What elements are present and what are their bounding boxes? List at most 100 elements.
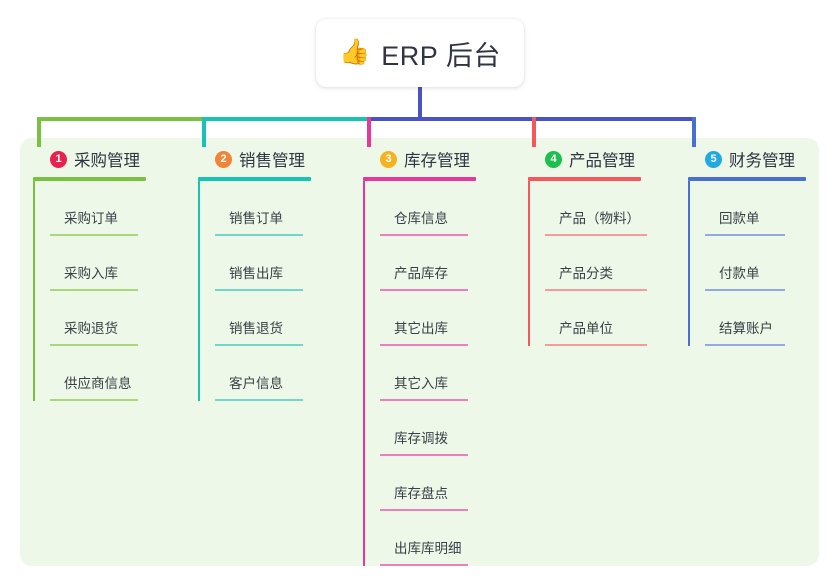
branch-item[interactable]: 出库库明细: [380, 511, 476, 566]
branch-item-rule: [215, 399, 303, 401]
branch-trunk-line: [688, 181, 690, 346]
branch-item[interactable]: 采购订单: [50, 181, 146, 236]
branch-header-rule: [363, 177, 476, 181]
branch-title: 产品管理: [569, 152, 635, 170]
branch-item-label: 产品分类: [559, 266, 613, 281]
branch-item-label: 产品库存: [394, 266, 448, 281]
branch-item[interactable]: 销售退货: [215, 291, 311, 346]
branch-item[interactable]: 产品分类: [545, 236, 647, 291]
branch-trunk-line: [33, 181, 35, 401]
branch-item[interactable]: 其它入库: [380, 346, 476, 401]
branch-header-产品管理[interactable]: 4 产品管理: [528, 146, 641, 172]
branch-items-采购管理: 采购订单采购入库采购退货供应商信息: [33, 181, 146, 401]
branch-item-label: 客户信息: [229, 376, 283, 391]
drop-connector-财务管理: [692, 117, 696, 147]
branch-item-label: 付款单: [719, 266, 760, 281]
branch-trunk-line: [363, 181, 365, 566]
branch-item[interactable]: 库存调拨: [380, 401, 476, 456]
branch-item-label: 销售出库: [229, 266, 283, 281]
branch-item-rule: [380, 344, 468, 346]
root-stem-connector: [418, 86, 422, 118]
branch-item-rule: [545, 344, 647, 346]
branch-title: 库存管理: [404, 152, 470, 170]
branch-item-label: 产品（物料）: [559, 211, 640, 226]
drop-connector-销售管理: [202, 117, 206, 147]
branch-item-rule: [380, 564, 468, 566]
branch-item-rule: [545, 289, 647, 291]
branch-items-财务管理: 回款单付款单结算账户: [688, 181, 806, 346]
branch-item[interactable]: 回款单: [705, 181, 806, 236]
branch-title: 采购管理: [74, 152, 140, 170]
branch-item[interactable]: 产品（物料）: [545, 181, 647, 236]
branch-item[interactable]: 产品单位: [545, 291, 647, 346]
branch-item[interactable]: 采购入库: [50, 236, 146, 291]
branch-产品管理[interactable]: 4 产品管理产品（物料） 产品分类产品单位: [528, 146, 647, 346]
branch-item-label: 出库库明细: [394, 541, 462, 556]
branch-item-label: 回款单: [719, 211, 760, 226]
branch-item-label: 产品单位: [559, 321, 613, 336]
branch-item-rule: [50, 289, 138, 291]
drop-connector-库存管理: [367, 117, 371, 147]
branch-item-label: 其它出库: [394, 321, 448, 336]
branch-item-rule: [380, 289, 468, 291]
branch-item-rule: [380, 399, 468, 401]
branch-item-label: 其它入库: [394, 376, 448, 391]
bus-segment-2: [202, 117, 371, 121]
branch-item-label: 销售退货: [229, 321, 283, 336]
branch-item-rule: [380, 509, 468, 511]
branch-item[interactable]: 客户信息: [215, 346, 311, 401]
branch-items-库存管理: 仓库信息产品库存其它出库其它入库库存调拨库存盘点出库库明细: [363, 181, 476, 566]
branch-item-label: 供应商信息: [64, 376, 132, 391]
branch-item[interactable]: 产品库存: [380, 236, 476, 291]
branch-item-rule: [50, 399, 138, 401]
drop-connector-产品管理: [532, 117, 536, 147]
branch-item-label: 仓库信息: [394, 211, 448, 226]
branch-item[interactable]: 采购退货: [50, 291, 146, 346]
root-node[interactable]: 👍 ERP 后台: [316, 19, 524, 87]
branch-number-badge: 1: [50, 150, 67, 168]
branch-header-采购管理[interactable]: 1 采购管理: [33, 146, 146, 172]
bus-segment-3: [367, 117, 536, 121]
branch-item-rule: [705, 289, 785, 291]
branch-item-rule: [380, 234, 468, 236]
branch-header-rule: [198, 177, 311, 181]
branch-header-rule: [528, 177, 641, 181]
branch-采购管理[interactable]: 1 采购管理采购订单采购入库采购退货供应商信息: [33, 146, 146, 401]
branch-item-label: 采购订单: [64, 211, 118, 226]
branch-item-label: 结算账户: [719, 321, 773, 336]
thumbs-up-icon: 👍: [339, 37, 371, 66]
branch-item[interactable]: 供应商信息: [50, 346, 146, 401]
branch-item[interactable]: 销售订单: [215, 181, 311, 236]
drop-connector-采购管理: [37, 117, 41, 147]
branch-item[interactable]: 仓库信息: [380, 181, 476, 236]
branch-header-rule: [688, 177, 806, 181]
branches-panel: [20, 138, 819, 566]
branch-item-rule: [545, 234, 647, 236]
branch-number-badge: 4: [545, 150, 562, 168]
branch-item[interactable]: 付款单: [705, 236, 806, 291]
branch-item[interactable]: 销售出库: [215, 236, 311, 291]
branch-item[interactable]: 结算账户: [705, 291, 806, 346]
branch-items-销售管理: 销售订单销售出库销售退货客户信息: [198, 181, 311, 401]
branch-item[interactable]: 库存盘点: [380, 456, 476, 511]
branch-number-badge: 2: [215, 150, 232, 168]
branch-item[interactable]: 其它出库: [380, 291, 476, 346]
branch-item-rule: [705, 344, 785, 346]
branch-item-label: 库存调拨: [394, 431, 448, 446]
root-title: ERP 后台: [381, 40, 501, 71]
branch-item-rule: [215, 234, 303, 236]
branch-item-rule: [215, 289, 303, 291]
branch-item-label: 采购入库: [64, 266, 118, 281]
branch-number-badge: 5: [705, 150, 722, 168]
branch-items-产品管理: 产品（物料） 产品分类产品单位: [528, 181, 647, 346]
branch-item-rule: [215, 344, 303, 346]
root-node-content: 👍 ERP 后台: [339, 34, 501, 73]
branch-item-rule: [380, 454, 468, 456]
